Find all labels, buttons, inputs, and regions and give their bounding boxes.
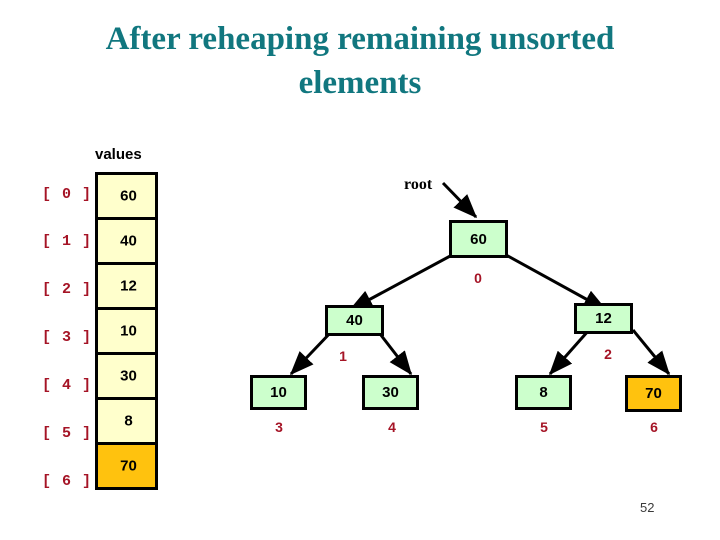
array-cell-value: 60 <box>120 187 137 205</box>
tree-index-5: 5 <box>540 419 548 435</box>
edge-40-to-30 <box>375 329 413 376</box>
tree-node-10[interactable]: 10 <box>250 375 307 410</box>
array-cell-2[interactable]: 12 <box>98 265 155 310</box>
tree-node-12[interactable]: 12 <box>574 303 633 334</box>
edge-60-to-12 <box>505 253 608 312</box>
edge-12-to-8 <box>548 329 591 376</box>
array-index-4: [ 4 ] <box>42 377 93 394</box>
array-index-0: [ 0 ] <box>42 186 93 203</box>
tree-node-8[interactable]: 8 <box>515 375 572 410</box>
array-cell-3[interactable]: 10 <box>98 310 155 355</box>
values-array: 60 40 12 10 30 8 70 <box>95 172 158 490</box>
array-cell-5[interactable]: 8 <box>98 400 155 445</box>
array-cell-0[interactable]: 60 <box>98 175 155 220</box>
tree-index-0: 0 <box>474 270 482 286</box>
edge-40-to-10 <box>289 328 335 376</box>
array-cell-4[interactable]: 30 <box>98 355 155 400</box>
array-index-2: [ 2 ] <box>42 281 93 298</box>
page-title: After reheaping remaining unsorted eleme… <box>105 21 615 101</box>
tree-index-4: 4 <box>388 419 396 435</box>
tree-index-6: 6 <box>650 419 658 435</box>
tree-index-3: 3 <box>275 419 283 435</box>
array-cell-value: 40 <box>120 232 137 250</box>
tree-node-70[interactable]: 70 <box>625 375 682 412</box>
root-pointer-label: root <box>404 176 433 193</box>
tree-node-40[interactable]: 40 <box>325 305 384 336</box>
array-cell-1[interactable]: 40 <box>98 220 155 265</box>
array-cell-6[interactable]: 70 <box>98 445 155 490</box>
tree-node-30[interactable]: 30 <box>362 375 419 410</box>
root-pointer-arrow <box>441 181 478 219</box>
page-number: 52 <box>640 500 655 515</box>
array-cell-value: 70 <box>120 457 137 475</box>
tree-index-2: 2 <box>604 346 612 362</box>
edge-12-to-70 <box>631 329 671 376</box>
array-index-5: [ 5 ] <box>42 425 93 442</box>
array-cell-value: 8 <box>124 412 133 430</box>
values-array-label: values <box>95 146 142 163</box>
array-cell-value: 30 <box>120 367 137 385</box>
array-index-6: [ 6 ] <box>42 473 93 490</box>
array-cell-value: 12 <box>120 277 137 295</box>
array-index-1: [ 1 ] <box>42 233 93 250</box>
edge-60-to-40 <box>348 253 453 312</box>
tree-index-1: 1 <box>339 348 347 364</box>
array-index-3: [ 3 ] <box>42 329 93 346</box>
array-cell-value: 10 <box>120 322 137 340</box>
tree-node-60[interactable]: 60 <box>449 220 508 258</box>
